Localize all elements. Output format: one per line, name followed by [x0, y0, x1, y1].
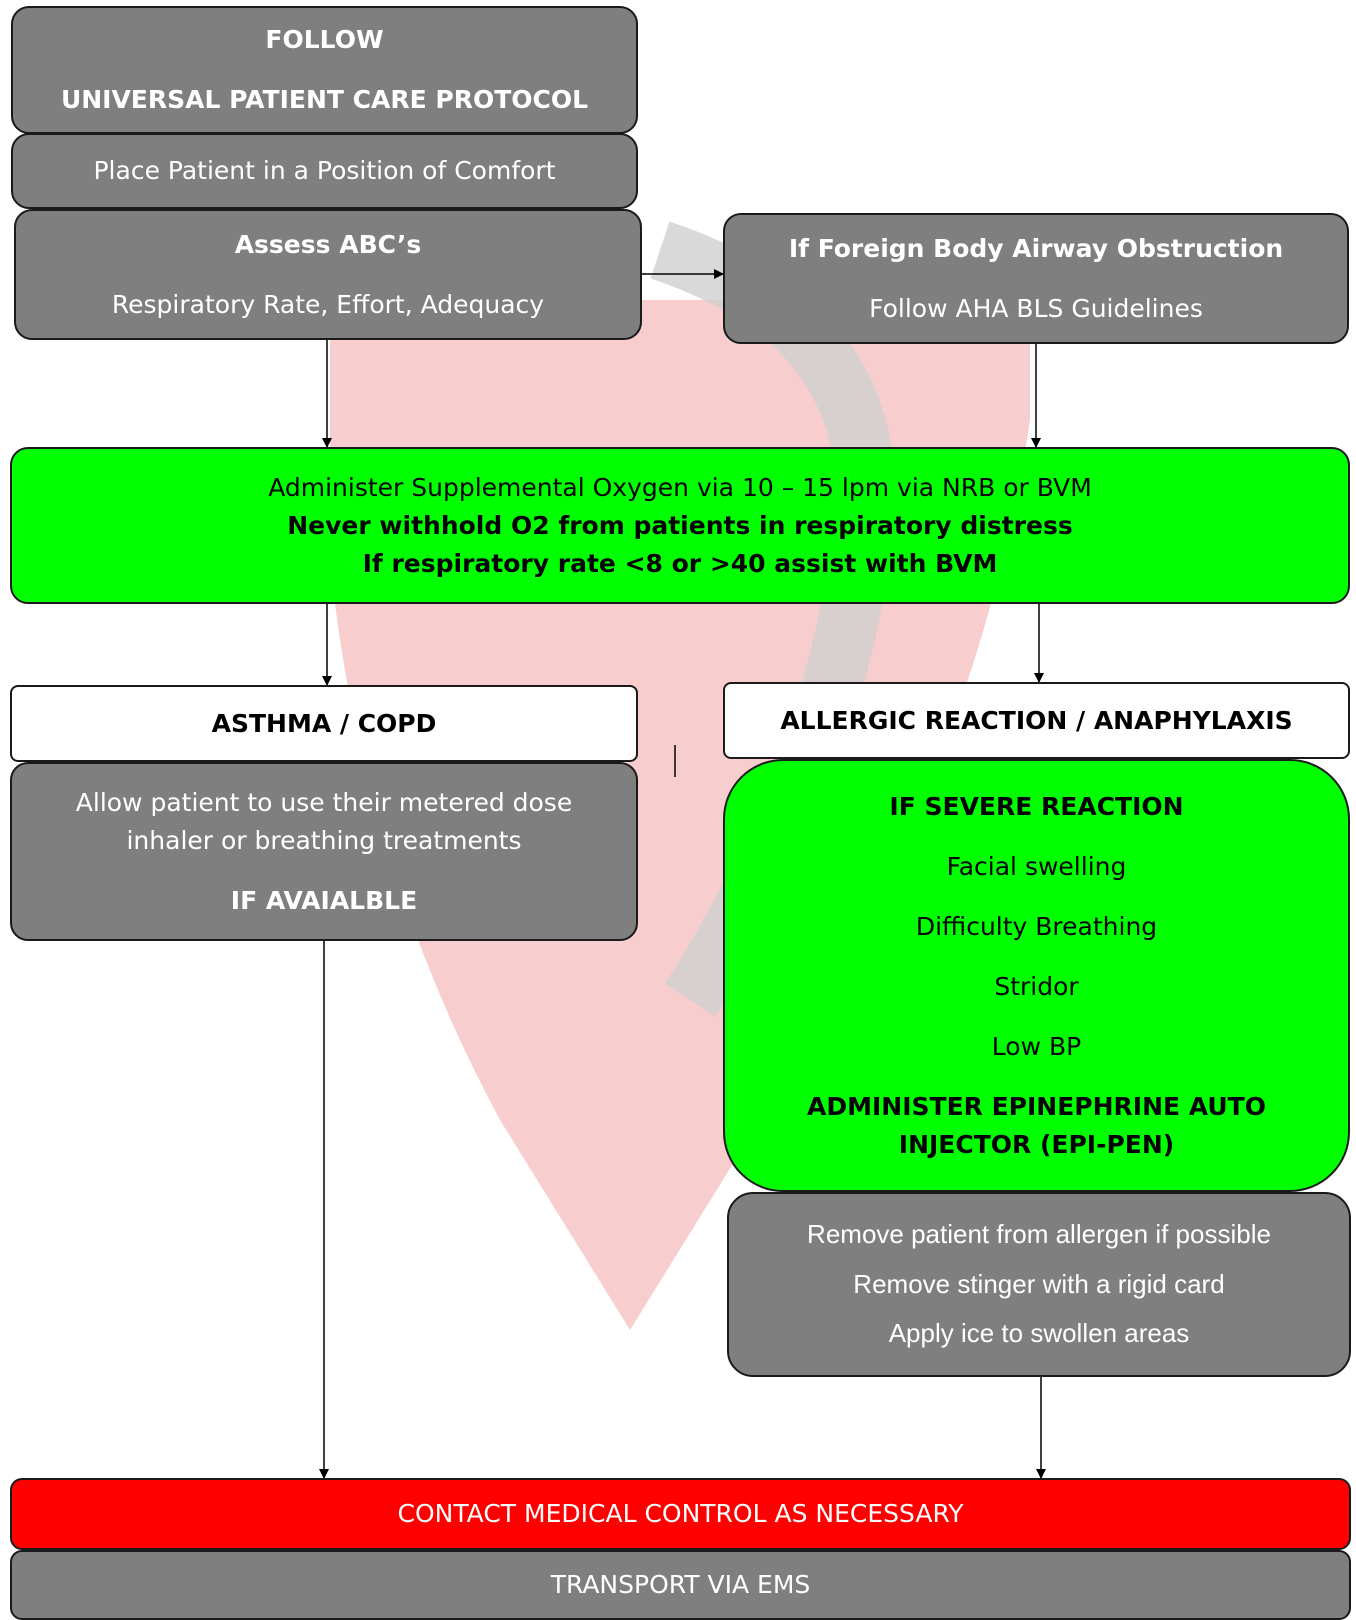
protocol-label: UNIVERSAL PATIENT CARE PROTOCOL [60, 85, 589, 114]
severe-reaction-box: IF SEVERE REACTION Facial swelling Diffi… [723, 759, 1350, 1192]
severe-item: Facial swelling [946, 851, 1127, 881]
remove-line-2: Remove stinger with a rigid card [853, 1268, 1225, 1299]
severe-title: IF SEVERE REACTION [889, 791, 1184, 821]
follow-label: FOLLOW [265, 25, 384, 54]
transport-box: TRANSPORT VIA EMS [10, 1550, 1351, 1620]
contact-text: CONTACT MEDICAL CONTROL AS NECESSARY [397, 1499, 964, 1528]
inhaler-line-2: inhaler or breathing treatments [126, 825, 522, 855]
asthma-title: ASTHMA / COPD [211, 708, 437, 738]
severe-item: Difficulty Breathing [915, 911, 1158, 941]
remove-line-1: Remove patient from allergen if possible [807, 1219, 1271, 1250]
severe-item: Stridor [994, 971, 1079, 1001]
position-text: Place Patient in a Position of Comfort [93, 156, 556, 185]
foreign-title: If Foreign Body Airway Obstruction [788, 233, 1284, 263]
transport-text: TRANSPORT VIA EMS [550, 1570, 811, 1599]
inhaler-box: Allow patient to use their metered dose … [10, 762, 638, 941]
remove-allergen-box: Remove patient from allergen if possible… [727, 1192, 1351, 1377]
epipen-line-1: ADMINISTER EPINEPHRINE AUTO [807, 1091, 1266, 1121]
inhaler-line-3: IF AVAIALBLE [230, 885, 418, 915]
contact-medical-control-box: CONTACT MEDICAL CONTROL AS NECESSARY [10, 1478, 1351, 1550]
remove-line-3: Apply ice to swollen areas [888, 1318, 1190, 1349]
asthma-copd-box: ASTHMA / COPD [10, 685, 638, 762]
oxygen-box: Administer Supplemental Oxygen via 10 – … [10, 447, 1350, 604]
allergic-title: ALLERGIC REACTION / ANAPHYLAXIS [780, 705, 1293, 735]
severe-item: Low BP [991, 1031, 1082, 1061]
foreign-text: Follow AHA BLS Guidelines [869, 293, 1203, 323]
oxygen-line-2: Never withhold O2 from patients in respi… [287, 510, 1073, 540]
oxygen-line-1: Administer Supplemental Oxygen via 10 – … [268, 472, 1092, 502]
position-comfort-box: Place Patient in a Position of Comfort [11, 133, 638, 209]
foreign-body-box: If Foreign Body Airway Obstruction Follo… [723, 213, 1349, 344]
assess-abc-box: Assess ABC’s Respiratory Rate, Effort, A… [14, 209, 642, 340]
assess-text: Respiratory Rate, Effort, Adequacy [111, 289, 545, 319]
assess-title: Assess ABC’s [234, 229, 422, 259]
follow-protocol-box: FOLLOW UNIVERSAL PATIENT CARE PROTOCOL [11, 6, 638, 134]
oxygen-line-3: If respiratory rate <8 or >40 assist wit… [362, 548, 998, 578]
allergic-reaction-box: ALLERGIC REACTION / ANAPHYLAXIS [723, 682, 1350, 759]
inhaler-line-1: Allow patient to use their metered dose [75, 787, 573, 817]
epipen-line-2: INJECTOR (EPI-PEN) [898, 1129, 1175, 1159]
